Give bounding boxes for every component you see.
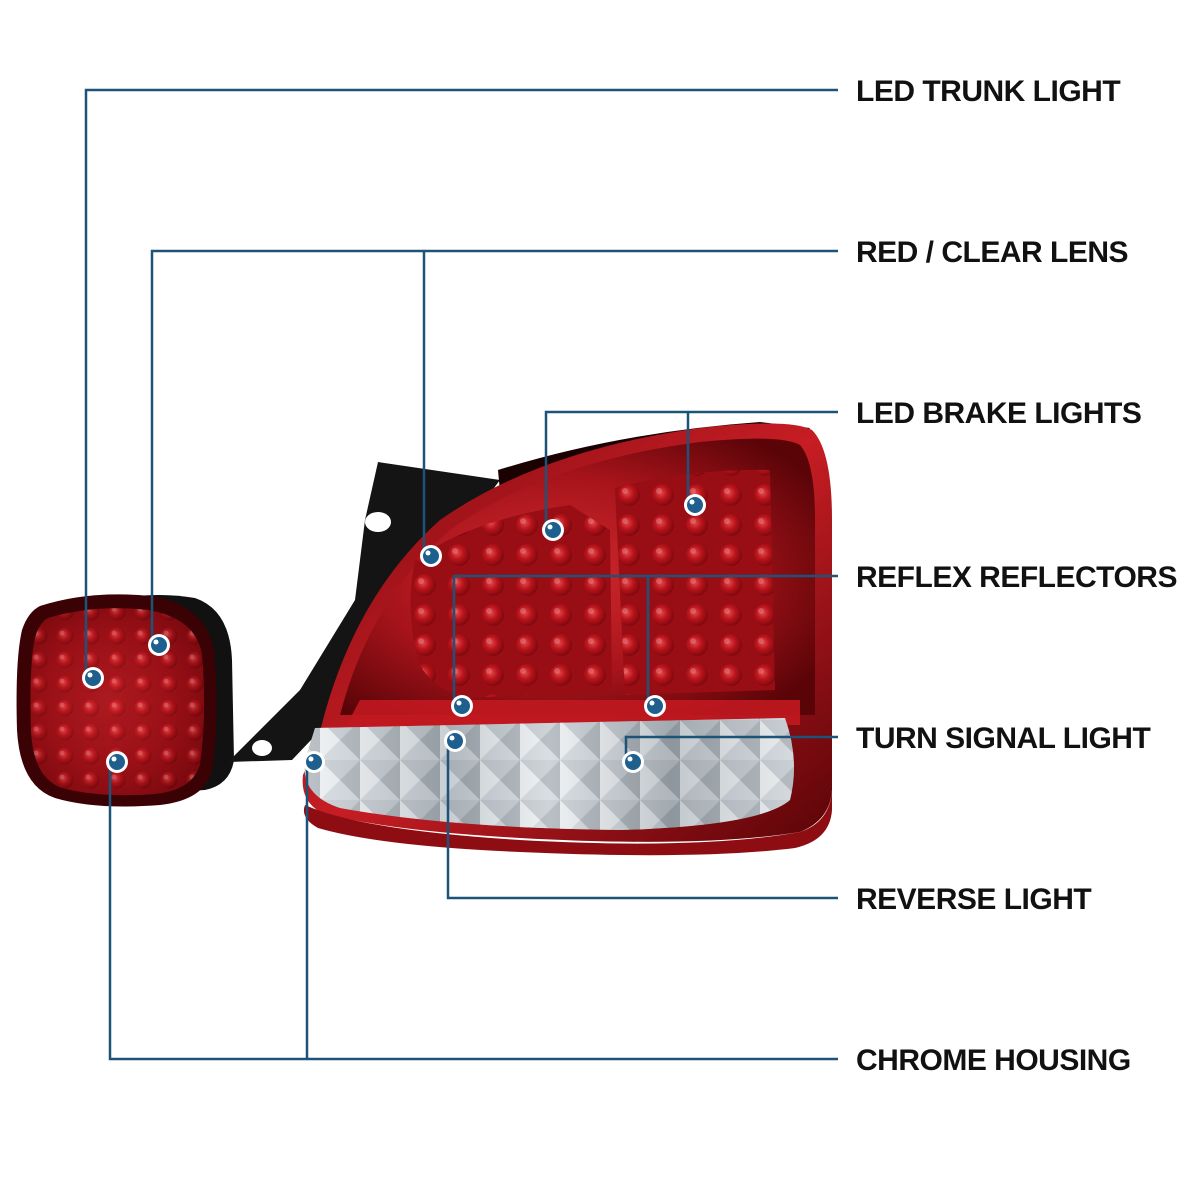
label-reverse-light: REVERSE LIGHT bbox=[856, 883, 1091, 916]
callout-dot bbox=[420, 545, 442, 567]
callout-dot bbox=[82, 667, 104, 689]
label-red-clear-lens: RED / CLEAR LENS bbox=[856, 236, 1128, 269]
callout-labels: LED TRUNK LIGHT RED / CLEAR LENS LED BRA… bbox=[856, 75, 1177, 1077]
callout-dot bbox=[684, 494, 706, 516]
leader-lines bbox=[84, 88, 838, 1061]
callout-dot bbox=[303, 751, 325, 773]
leader-chrome-housing bbox=[108, 762, 838, 1061]
leader-reflex-reflectors bbox=[452, 574, 838, 706]
mount-hole bbox=[365, 512, 391, 532]
callout-dot bbox=[444, 730, 466, 752]
leader-led-brake-lights bbox=[544, 410, 838, 530]
leader-led-trunk-light bbox=[84, 88, 838, 678]
tail-light-image bbox=[228, 422, 832, 856]
label-led-brake-lights: LED BRAKE LIGHTS bbox=[856, 397, 1141, 430]
callout-dot bbox=[644, 695, 666, 717]
mount-hole bbox=[252, 740, 272, 756]
label-turn-signal-light: TURN SIGNAL LIGHT bbox=[856, 722, 1150, 755]
callout-dot bbox=[106, 751, 128, 773]
label-reflex-reflectors: REFLEX REFLECTORS bbox=[856, 561, 1177, 594]
callout-dots bbox=[82, 494, 706, 773]
callout-dot bbox=[622, 751, 644, 773]
trunk-light-image bbox=[16, 594, 234, 807]
label-chrome-housing: CHROME HOUSING bbox=[856, 1044, 1131, 1077]
callout-dot bbox=[148, 634, 170, 656]
leader-reverse-light bbox=[446, 741, 838, 900]
led-cluster-left bbox=[410, 505, 612, 698]
callout-dot bbox=[451, 695, 473, 717]
leader-red-clear-lens bbox=[150, 249, 838, 645]
callout-dot bbox=[542, 519, 564, 541]
led-cluster-right bbox=[615, 469, 775, 695]
label-led-trunk-light: LED TRUNK LIGHT bbox=[856, 75, 1120, 108]
